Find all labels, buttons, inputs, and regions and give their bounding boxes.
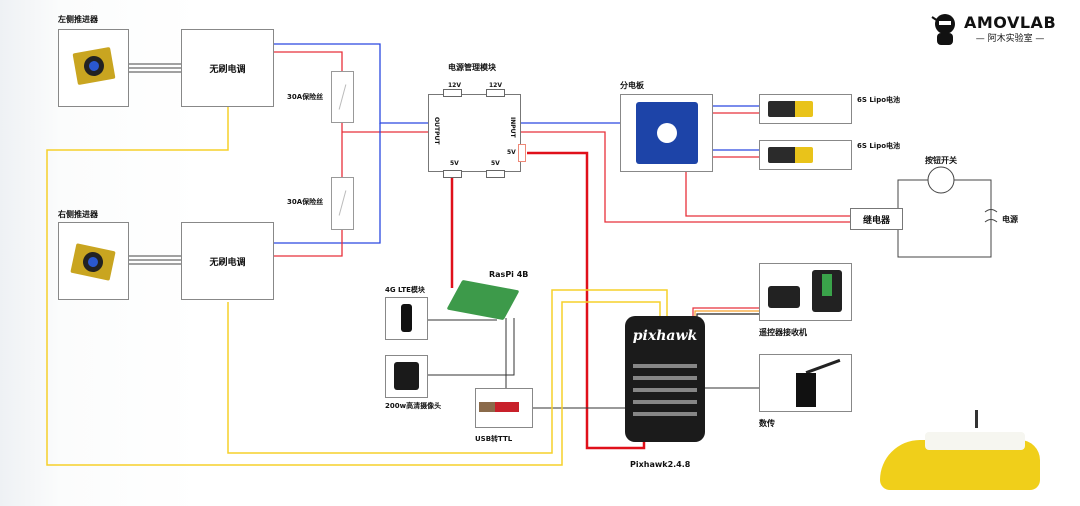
lte-box <box>385 297 428 340</box>
esc-right-positive-wire <box>273 230 343 257</box>
pmu-port-5v-side: 5V <box>507 149 516 156</box>
button-switch-label: 按钮开关 <box>925 156 957 165</box>
usb-ttl-image <box>479 402 519 412</box>
signal-left-esc <box>46 104 661 466</box>
dist-to-relay <box>685 172 850 217</box>
battery-1-label: 6S Lipo电池 <box>857 96 901 104</box>
signal-right-esc <box>227 289 668 454</box>
lte-label: 4G LTE模块 <box>385 286 425 294</box>
fuse-1-label: 30A保险丝 <box>287 93 324 101</box>
battery-image <box>768 147 813 163</box>
usb-ttl-label: USB转TTL <box>475 435 513 443</box>
pmu-port-5v-b: 5V <box>491 160 500 167</box>
fuse-2 <box>331 177 354 230</box>
camera-box <box>385 355 428 398</box>
pmu-port-5v-a: 5V <box>450 160 459 167</box>
pmu-5v-pixhawk <box>527 151 646 450</box>
receiver-image <box>768 286 800 308</box>
brand-subtitle: — 阿木实验室 — <box>975 33 1045 44</box>
power-source-label: 电源 <box>1002 215 1018 224</box>
fuse-1 <box>331 71 354 123</box>
pmu-5v-connector <box>518 144 526 162</box>
antenna-icon <box>805 358 841 375</box>
motor-wires-left <box>128 63 181 73</box>
rc-receiver-box <box>759 263 852 321</box>
left-esc-label: 无刷电调 <box>209 64 246 75</box>
left-thruster-title: 左侧推进器 <box>58 15 98 24</box>
right-thruster-box <box>58 222 129 300</box>
motor-wires-right <box>128 255 181 265</box>
pmu-connector <box>486 170 505 178</box>
camera-to-raspi <box>427 318 515 376</box>
pmu-title: 电源管理模块 <box>448 63 496 72</box>
distribution-board-box <box>620 94 713 172</box>
camera-image <box>394 362 419 390</box>
pmu-input-label: INPUT <box>509 117 516 138</box>
right-esc-box: 无刷电调 <box>181 222 274 300</box>
battery-1-box <box>759 94 852 124</box>
esc-left-positive-wire <box>273 51 343 72</box>
pmu-port-12v-b: 12V <box>489 82 502 89</box>
thruster-image <box>70 243 116 281</box>
telemetry-box <box>759 354 852 412</box>
telemetry-radio-image <box>796 373 816 407</box>
power-module-box: OUTPUT INPUT 12V 12V 5V 5V 5V <box>428 82 521 172</box>
receiver-image <box>812 270 842 312</box>
raspi-label: RasPi 4B <box>489 270 529 279</box>
thruster-image <box>72 46 116 86</box>
pmu-connector <box>443 89 462 97</box>
right-thruster-title: 右侧推进器 <box>58 210 98 219</box>
robot-mascot-icon <box>931 14 955 45</box>
pcb-image <box>636 102 698 164</box>
pixhawk-brand: pixhawk <box>632 328 698 344</box>
lte-dongle-image <box>401 304 412 332</box>
esc-left-negative-wire <box>273 43 430 124</box>
left-esc-box: 无刷电调 <box>181 29 274 107</box>
pmu-port-12v-a: 12V <box>448 82 461 89</box>
usb-ttl-box <box>475 388 533 428</box>
fuse-2-label: 30A保险丝 <box>287 198 324 206</box>
battery-2-box <box>759 140 852 170</box>
pmu-connector <box>486 89 505 97</box>
usv-boat-image <box>870 410 1050 506</box>
camera-label: 200w高清摄像头 <box>385 402 442 410</box>
battery-2-label: 6S Lipo电池 <box>857 142 901 150</box>
amovlab-logo: AMOVLAB — 阿木实验室 — <box>930 12 1056 46</box>
rc-receiver-label: 遥控器接收机 <box>759 328 807 337</box>
pmu-connector <box>443 170 462 178</box>
right-esc-label: 无刷电调 <box>209 257 246 268</box>
relay-label: 继电器 <box>862 215 890 226</box>
left-thruster-box <box>58 29 129 107</box>
pmu-input-positive <box>520 131 850 223</box>
battery-image <box>768 101 813 117</box>
pmu-output-label: OUTPUT <box>433 117 440 145</box>
pixhawk-body: pixhawk <box>625 316 705 442</box>
pixhawk-label: Pixhawk2.4.8 <box>630 460 691 469</box>
relay-box: 继电器 <box>850 208 903 230</box>
dist-board-title: 分电板 <box>620 81 644 90</box>
brand-name: AMOVLAB <box>964 12 1057 32</box>
telemetry-label: 数传 <box>759 419 775 428</box>
esc-right-negative-wire <box>273 123 381 244</box>
